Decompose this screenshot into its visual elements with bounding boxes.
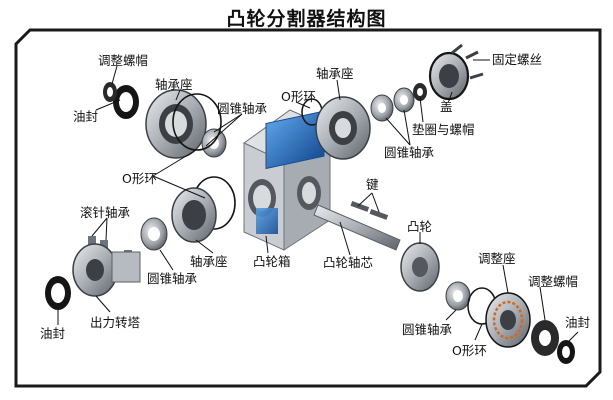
tapered-bearing-top-left xyxy=(201,128,227,158)
label-bearing-seat-top-right: 轴承座 xyxy=(316,66,354,81)
label-o-ring-bottom: O形环 xyxy=(452,343,487,358)
label-cam-housing: 凸轮箱 xyxy=(253,254,291,269)
keys xyxy=(350,201,389,220)
bearing-seat-bottom xyxy=(171,187,217,243)
label-tapered-bearing-bottom-left: 圆锥轴承 xyxy=(147,271,198,286)
diagram-title: 凸轮分割器结构图 xyxy=(226,8,387,30)
label-key: 键 xyxy=(366,177,379,192)
label-output-turret: 出力转塔 xyxy=(90,315,141,330)
bearing-seat-top-left xyxy=(145,89,207,159)
label-bearing-seat-bottom: 轴承座 xyxy=(190,254,228,269)
label-cover: 盖 xyxy=(440,99,453,114)
cam-shaft xyxy=(313,204,401,251)
washer-and-nut xyxy=(413,83,427,101)
leader-lines xyxy=(57,59,579,343)
adjust-nut-bottom-right xyxy=(531,320,559,356)
tapered-bearing-bottom-left xyxy=(140,217,168,251)
cover xyxy=(428,51,470,101)
fixing-screws xyxy=(451,43,484,80)
label-adjust-nut-left: 调整螺帽 xyxy=(98,53,149,68)
o-ring-left-upper xyxy=(172,93,222,151)
output-turret xyxy=(72,243,141,297)
label-oil-seal-right: 油封 xyxy=(565,315,591,330)
label-fixing-screws: 固定螺丝 xyxy=(492,52,543,67)
oil-seal-bottom-left xyxy=(45,276,71,310)
tapered-bearing-bottom-right xyxy=(445,281,471,311)
label-oil-seal-top-left: 油封 xyxy=(73,109,99,124)
adjust-nut-top-left xyxy=(103,82,117,102)
label-adjust-seat: 调整座 xyxy=(478,251,516,266)
label-adjust-nut-right: 调整螺帽 xyxy=(528,274,579,289)
bearing-seat-top-right xyxy=(315,96,371,160)
oil-seal-top-left xyxy=(113,85,139,119)
label-oil-seal-bottom-left: 油封 xyxy=(40,326,66,341)
label-tapered-bearing-bottom-right: 圆锥轴承 xyxy=(402,322,453,337)
label-cam: 凸轮 xyxy=(407,219,433,234)
label-cam-shaft: 凸轮轴芯 xyxy=(323,255,374,270)
cam xyxy=(400,242,440,292)
adjust-seat xyxy=(485,292,531,348)
label-bearing-seat-left: 轴承座 xyxy=(155,77,193,92)
label-needle-bearing: 滚针轴承 xyxy=(80,205,131,220)
label-o-ring-left: O形环 xyxy=(122,171,157,186)
tapered-bearing-top-right xyxy=(370,87,415,122)
label-washer-and-nut: 垫圈与螺帽 xyxy=(412,122,475,137)
cam-housing xyxy=(243,109,331,251)
oil-seal-right xyxy=(557,340,575,364)
label-tapered-bearing-top-left: 圆锥轴承 xyxy=(217,101,268,116)
label-o-ring-top: O形环 xyxy=(281,89,316,104)
label-tapered-bearing-top-right: 圆锥轴承 xyxy=(384,145,435,160)
